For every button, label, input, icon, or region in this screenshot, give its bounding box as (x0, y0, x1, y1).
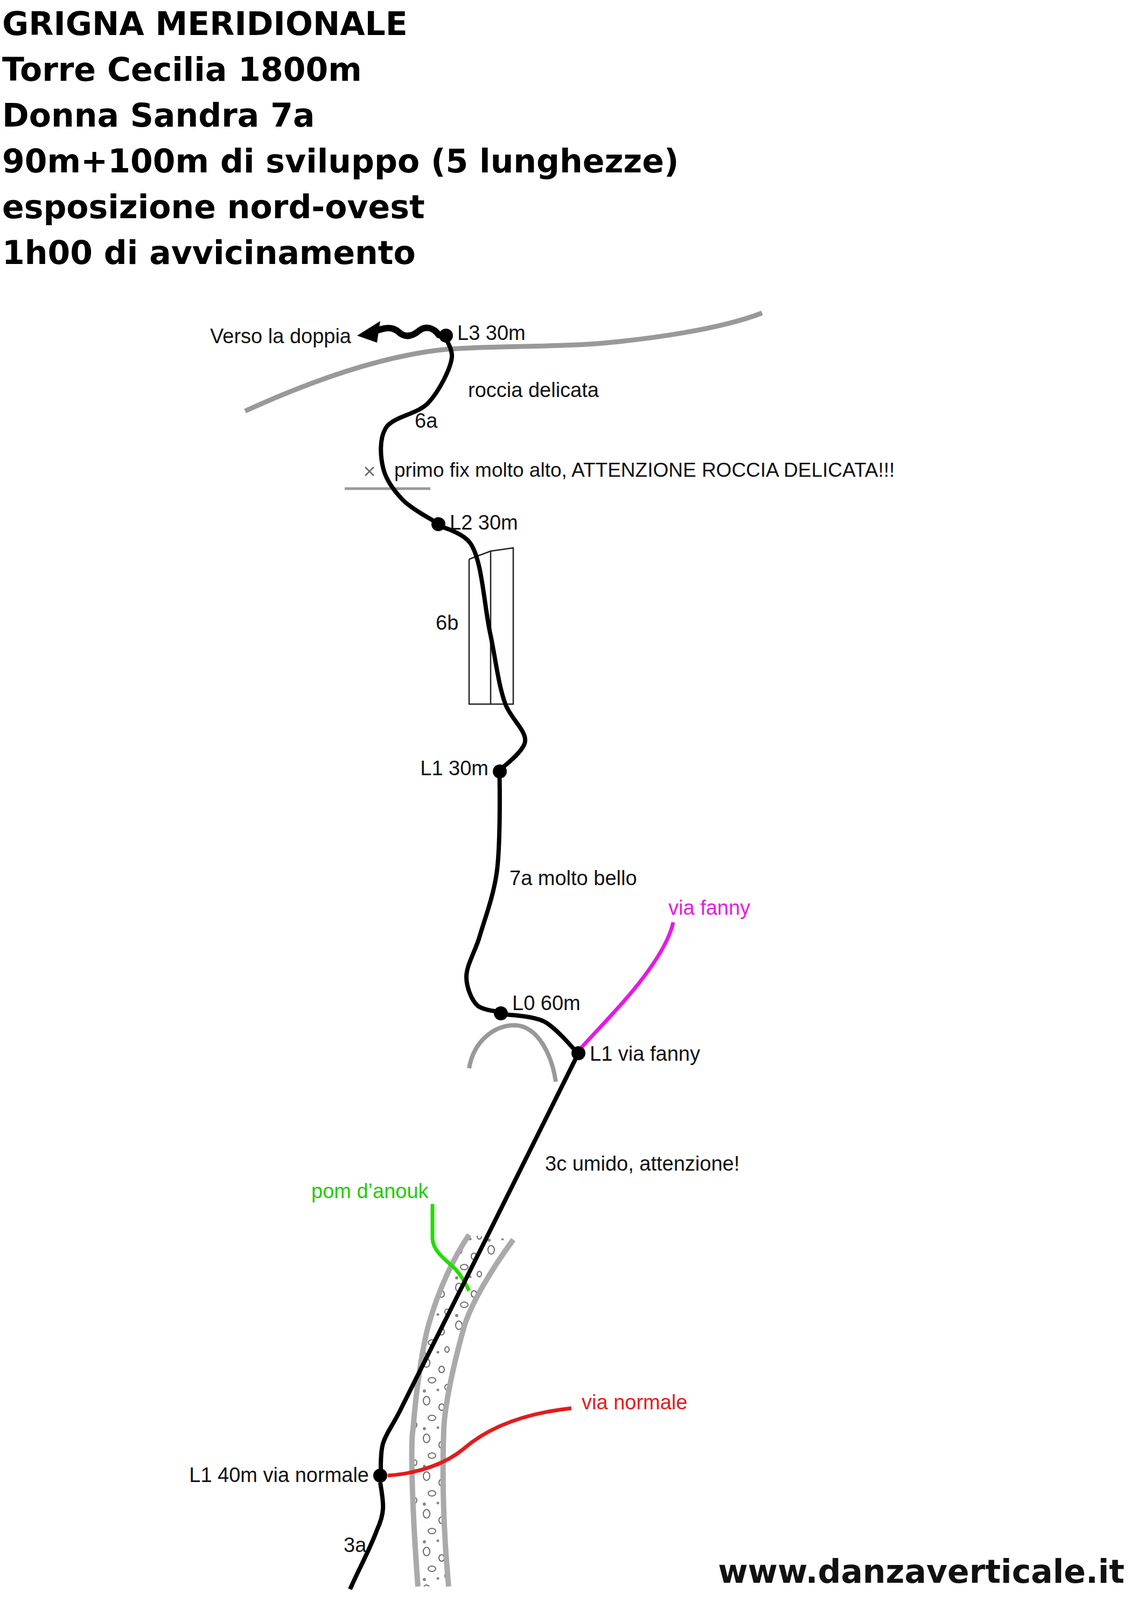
belay-label: L2 30m (449, 511, 519, 535)
route-info: Torre Cecilia 1800m (2, 46, 679, 93)
route-info: 90m+100m di sviluppo (5 lunghezze) (2, 138, 679, 185)
bolt-mark (365, 466, 374, 476)
pom-danouk-line (432, 1203, 470, 1291)
dihedral-symbol (469, 547, 514, 704)
route-pitch (380, 342, 452, 521)
ledge-line (344, 487, 431, 491)
route-pitch (380, 1059, 576, 1469)
warning-note: primo fix molto alto, ATTENZIONE ROCCIA … (394, 459, 895, 482)
topo-title: GRIGNA MERIDIONALE (2, 1, 679, 47)
belay-label: L0 60m (512, 992, 581, 1015)
website-watermark: www.danzaverticale.it (717, 1553, 1125, 1589)
grade-label: 3a (343, 1533, 367, 1557)
rock-note: roccia delicata (468, 379, 599, 402)
belay-station: L1 40m via normale (373, 1468, 388, 1483)
descent-arrowhead (357, 320, 381, 343)
route-pitch (507, 1014, 574, 1049)
belay-label: L1 40m via normale (189, 1463, 369, 1487)
route-name: pom d’anouk (311, 1180, 429, 1203)
route-pitch (466, 778, 500, 1011)
route-info: esposizione nord-ovest (2, 184, 679, 230)
belay-station: L1 via fanny (571, 1045, 586, 1060)
via-fanny-line (581, 922, 674, 1047)
via-normale-line (387, 1407, 572, 1476)
route-pitch (444, 527, 526, 766)
belay-station: L0 60m (493, 1006, 508, 1021)
header-block: GRIGNA MERIDIONALETorre Cecilia 1800mDon… (2, 1, 679, 276)
pitch-grade: 3c umido, attenzione! (545, 1152, 740, 1176)
direction-note: Verso la doppia (210, 325, 352, 348)
route-info: Donna Sandra 7a (2, 92, 679, 139)
belay-station: L3 30m (438, 328, 453, 343)
descent-arrow (375, 327, 439, 336)
gully-edge (443, 1239, 514, 1587)
route-name: via fanny (668, 896, 751, 920)
pitch-grade: 6b (435, 611, 459, 635)
overhang-arch (469, 1024, 556, 1082)
belay-label: L3 30m (457, 322, 526, 345)
belay-label: L1 30m (420, 757, 489, 780)
route-info: 1h00 di avvicinamento (2, 229, 679, 276)
route-name: via normale (581, 1391, 688, 1414)
pitch-grade: 6a (414, 409, 438, 433)
pitch-grade: 7a molto bello (509, 867, 638, 890)
belay-station: L2 30m (431, 517, 446, 532)
belay-station: L1 30m (492, 764, 507, 779)
belay-label: L1 via fanny (589, 1042, 701, 1066)
